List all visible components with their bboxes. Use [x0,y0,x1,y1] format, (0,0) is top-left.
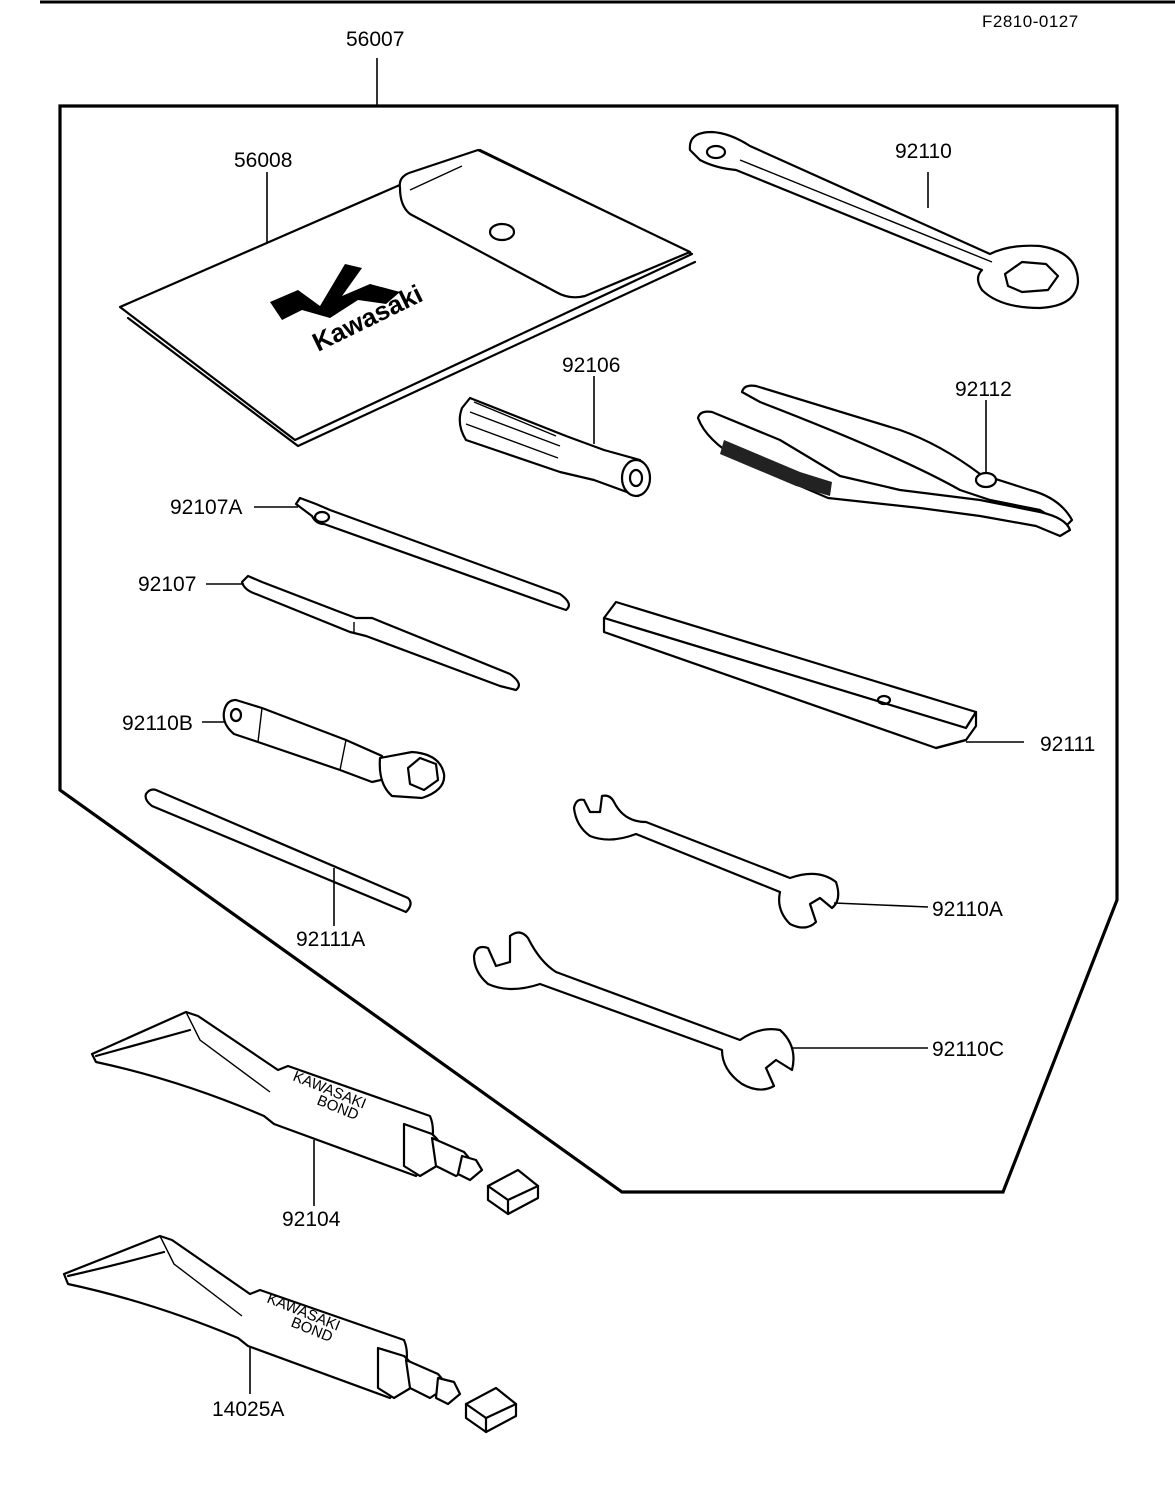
label-rod: 92111A [296,928,365,951]
tool-pouch: Kawasaki [118,148,697,448]
label-bond-1: 92104 [282,1208,341,1231]
open-end-spanner-a [572,794,840,929]
screwdriver-a [294,496,570,612]
bond-tube-2: KAWASAKI BOND [62,1234,518,1434]
reference-code: F2810-0127 [982,12,1079,31]
pliers [696,384,1074,538]
screwdriver [240,574,520,692]
label-screwdriver: 92107 [138,573,196,596]
label-screwdriver-a: 92107A [170,496,242,519]
label-bond-2: 14025A [212,1398,284,1421]
label-spanner-a: 92110A [932,898,1003,921]
label-plug-wrench: 92110B [122,712,193,735]
label-pliers: 92112 [955,378,1012,401]
bond-tube-1: KAWASAKI BOND [90,1010,540,1216]
leader-spanner-a [833,902,929,908]
label-driver-handle: 92106 [562,354,620,377]
label-ring-wrench: 92110 [895,140,952,163]
label-spanner-c: 92110C [932,1038,1004,1061]
ring-wrench [688,130,1080,310]
label-extension-bar: 92111 [1040,733,1095,756]
extension-bar [602,600,978,750]
kit-frame [58,104,1119,1194]
label-kit: 56007 [346,28,404,51]
driver-handle [458,396,652,498]
label-pouch: 56008 [234,149,292,172]
open-end-spanner-c [472,931,795,1091]
tommy-bar [144,788,412,914]
spark-plug-wrench [222,698,446,800]
